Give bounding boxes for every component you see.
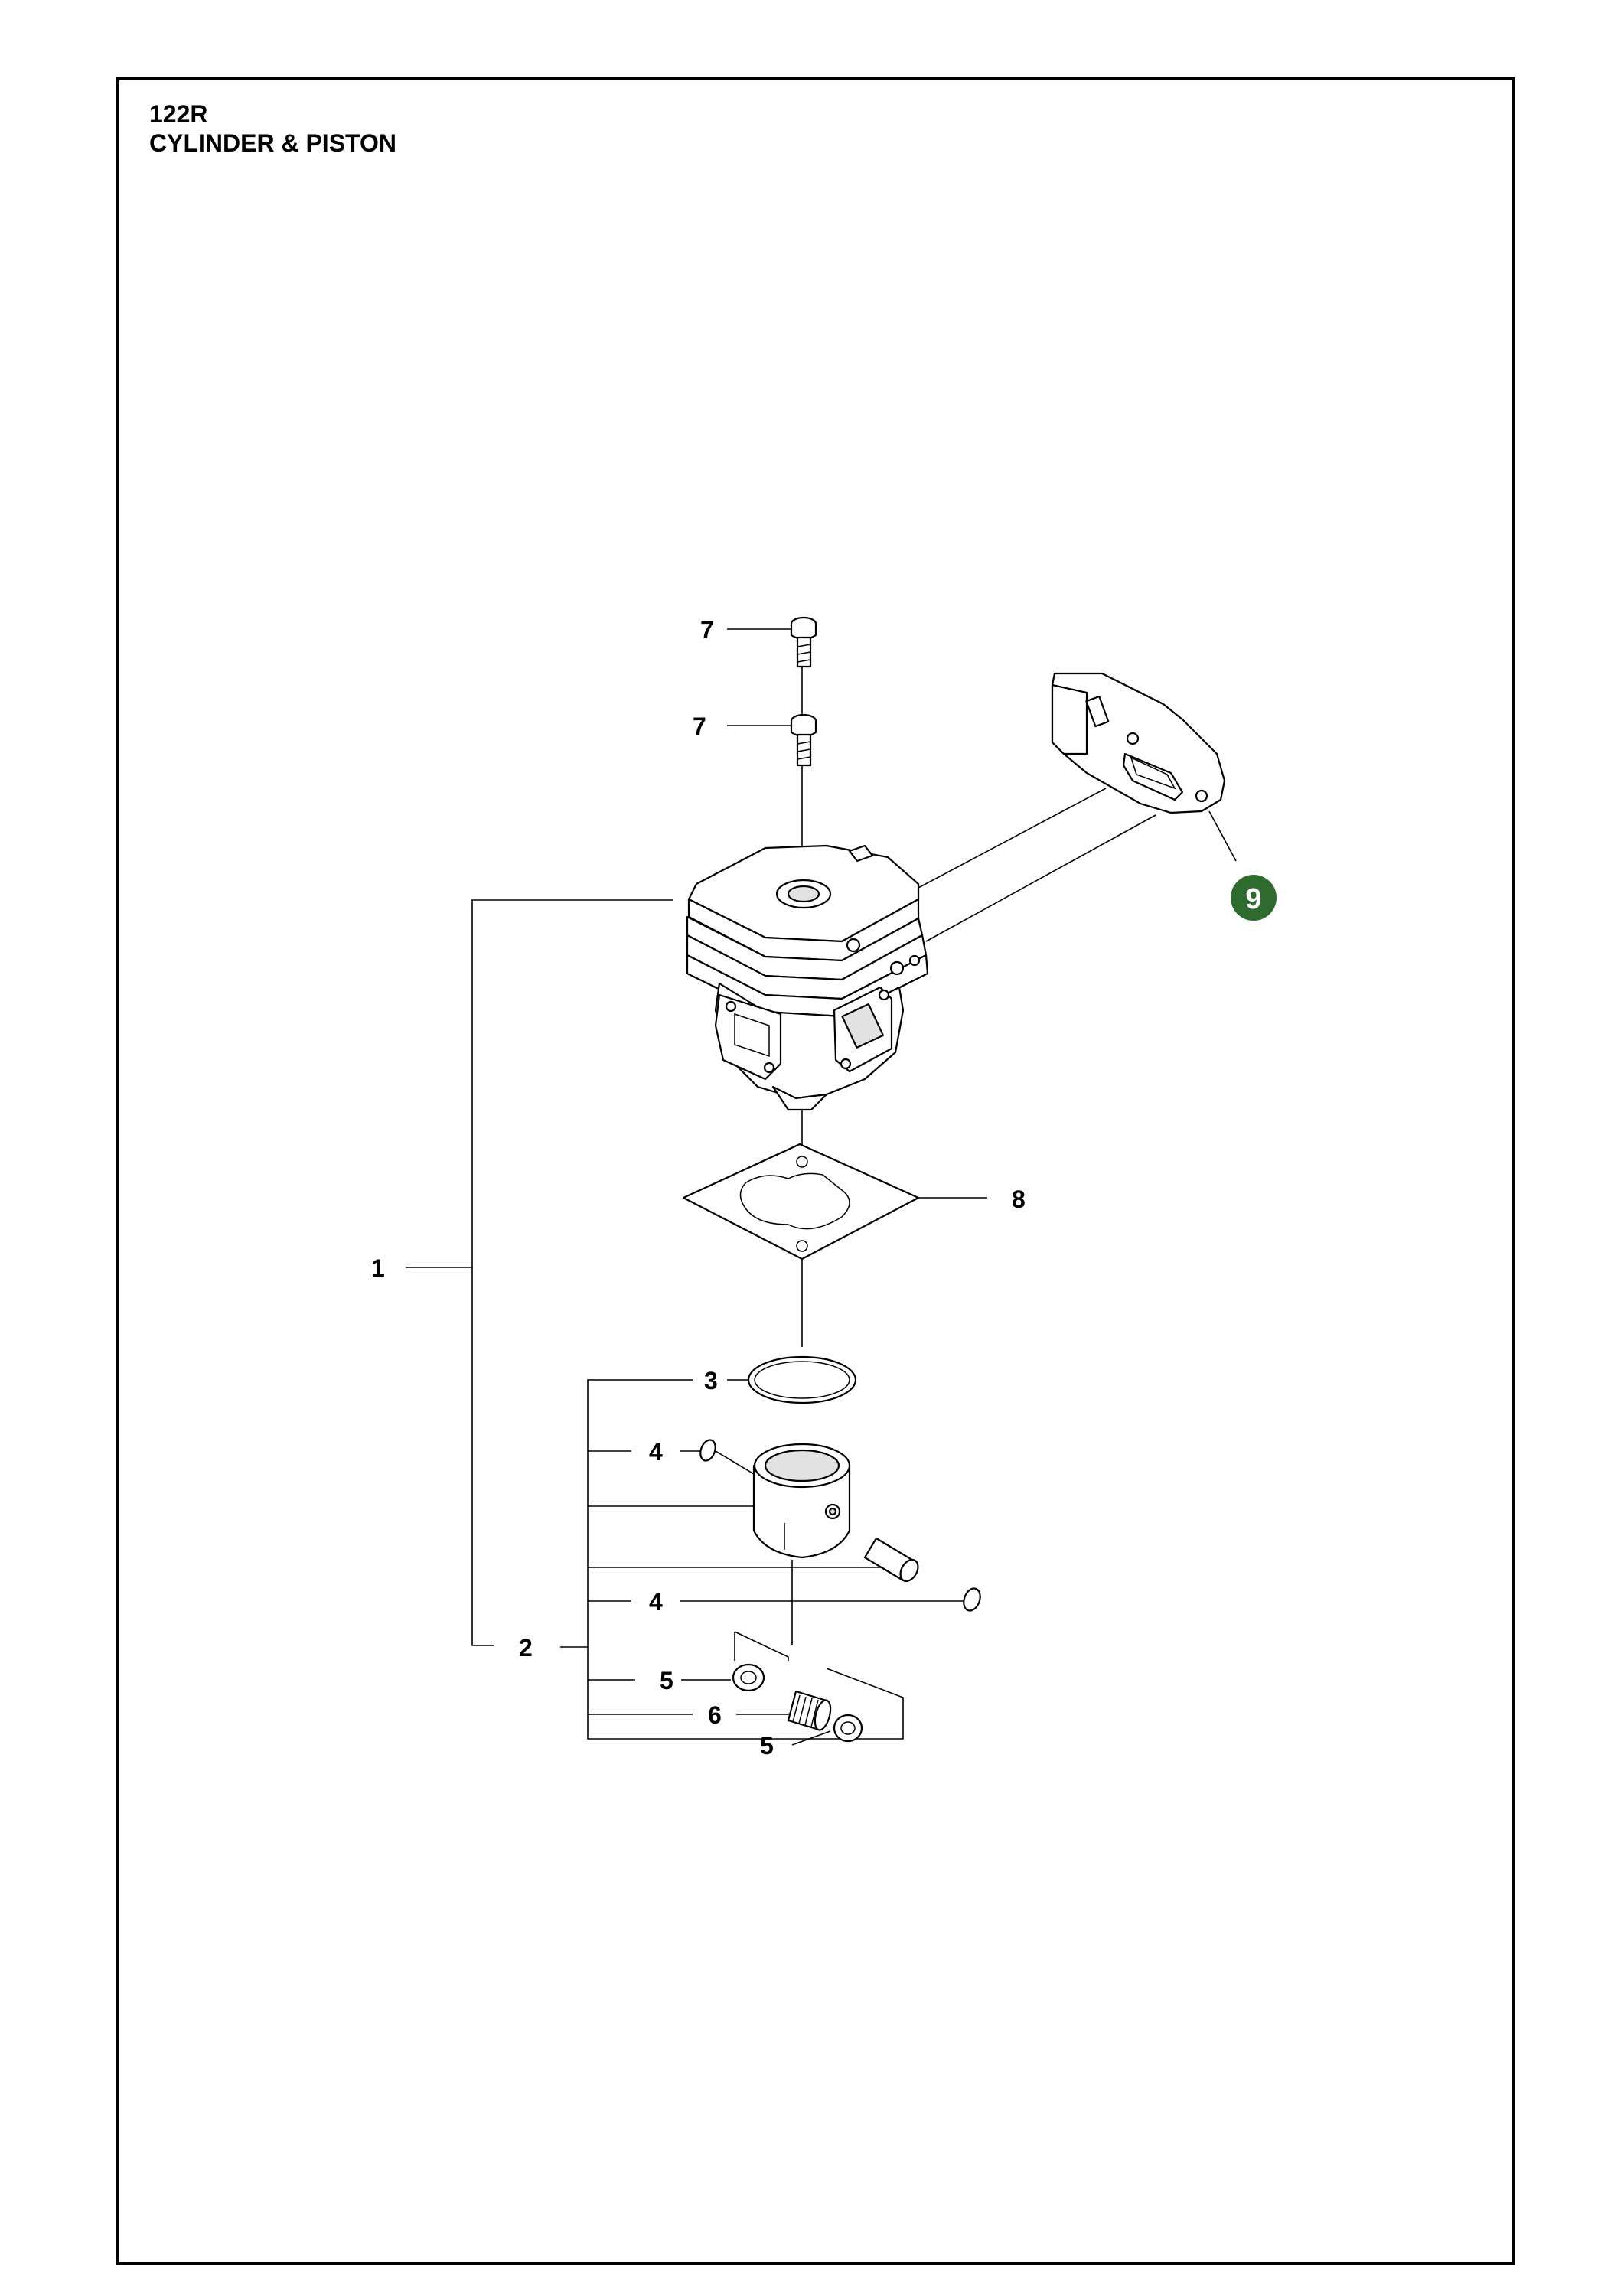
circlip-right xyxy=(963,1587,981,1612)
cylinder xyxy=(686,844,929,1111)
callout-labels: 7 7 9 8 1 3 4 4 2 5 6 5 xyxy=(371,616,1262,1760)
piston-pin xyxy=(863,1537,919,1583)
leader-lines xyxy=(406,628,1237,1746)
callout-1: 1 xyxy=(371,1254,385,1282)
callout-5-right: 5 xyxy=(760,1732,774,1760)
callout-2: 2 xyxy=(519,1634,533,1662)
callout-3: 3 xyxy=(704,1367,718,1394)
cylinder-gasket xyxy=(682,1143,920,1261)
callout-9-badge xyxy=(1231,875,1277,921)
washer-left xyxy=(732,1663,765,1692)
callout-4-upper: 4 xyxy=(649,1438,663,1466)
callout-6: 6 xyxy=(708,1701,722,1729)
callout-5-left: 5 xyxy=(660,1667,673,1694)
screw-upper xyxy=(790,616,817,668)
muffler-gasket xyxy=(1051,672,1226,814)
circlip-left xyxy=(699,1439,716,1462)
needle-bearing xyxy=(787,1690,832,1731)
callout-4-lower: 4 xyxy=(649,1588,663,1616)
piston xyxy=(752,1443,851,1559)
callout-8: 8 xyxy=(1012,1186,1026,1213)
section-title: CYLINDER & PISTON xyxy=(149,129,396,157)
washer-right xyxy=(833,1714,863,1743)
callout-9: 9 xyxy=(1245,883,1261,915)
piston-ring xyxy=(747,1355,857,1404)
screw-lower xyxy=(790,713,817,767)
page-frame xyxy=(116,77,1515,2265)
callout-7-upper: 7 xyxy=(700,616,714,644)
page-title: 122R CYLINDER & PISTON xyxy=(149,99,396,158)
callout-7-lower: 7 xyxy=(693,713,706,740)
model-number: 122R xyxy=(149,100,208,128)
